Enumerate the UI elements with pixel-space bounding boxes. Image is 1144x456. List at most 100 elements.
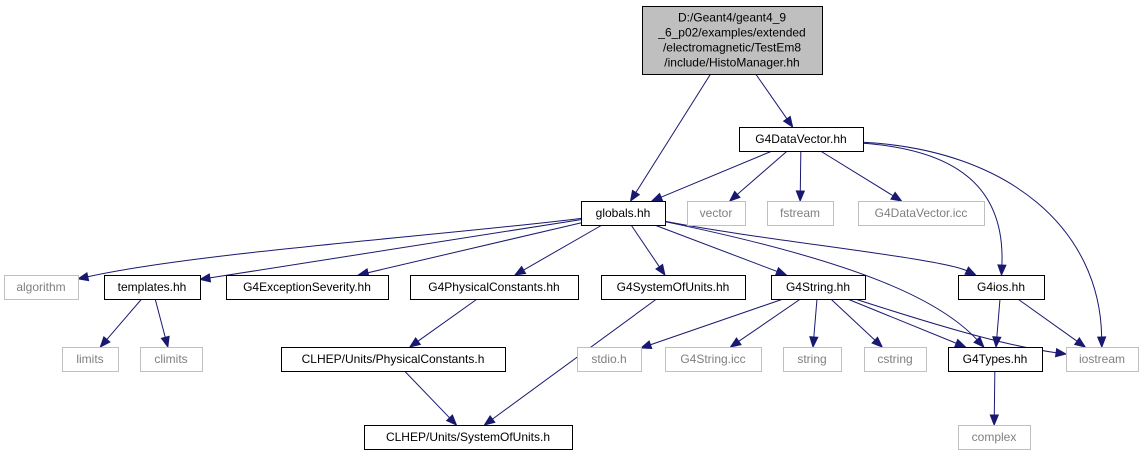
edge-globals-to-templates bbox=[198, 219, 582, 283]
edge-g4string-to-g4string-icc bbox=[729, 298, 801, 348]
node-label: CLHEP/Units/SystemOfUnits.h bbox=[386, 430, 550, 444]
node-label: templates.hh bbox=[118, 280, 187, 294]
node-box bbox=[948, 347, 1043, 372]
arrowhead bbox=[99, 335, 111, 349]
edge-line bbox=[367, 222, 582, 274]
edge-g4datavector-to-fstream bbox=[795, 150, 806, 203]
edge-line bbox=[993, 370, 996, 416]
node-g4systemofunits[interactable]: G4SystemOfUnits.hh bbox=[601, 275, 746, 300]
node-box bbox=[864, 347, 927, 372]
edge-g4string-to-g4types bbox=[847, 298, 967, 348]
edges-layer bbox=[76, 73, 1107, 427]
arrowhead bbox=[992, 336, 1002, 349]
node-cstring: cstring bbox=[864, 347, 927, 372]
edge-line bbox=[755, 73, 788, 120]
edge-line bbox=[417, 298, 478, 342]
edge-g4datavector-to-iostream bbox=[862, 141, 1107, 349]
edge-globals-to-algorithm bbox=[76, 217, 582, 282]
edge-line bbox=[830, 298, 876, 341]
arrowhead bbox=[964, 266, 977, 276]
edge-line bbox=[630, 224, 660, 267]
edge-line bbox=[523, 224, 603, 271]
edge-line bbox=[847, 298, 957, 344]
node-g4datavector[interactable]: G4DataVector.hh bbox=[739, 127, 864, 152]
edge-line bbox=[862, 142, 1003, 266]
edge-line bbox=[654, 224, 778, 272]
node-box bbox=[642, 6, 823, 75]
node-box bbox=[104, 275, 201, 300]
arrowhead bbox=[655, 263, 666, 277]
arrowhead bbox=[1096, 336, 1107, 349]
edge-g4string-to-cstring bbox=[830, 298, 884, 348]
arrowhead bbox=[650, 192, 664, 202]
arrowhead bbox=[639, 340, 653, 350]
node-histomanager[interactable]: D:/Geant4/geant4_9_6_p02/examples/extend… bbox=[642, 6, 823, 75]
edge-g4systemofunits-to-clhep-systemofunits bbox=[483, 298, 657, 426]
edge-line bbox=[404, 370, 450, 419]
edge-g4string-to-string bbox=[809, 298, 819, 349]
node-climits: climits bbox=[140, 347, 203, 372]
node-g4string[interactable]: G4String.hh bbox=[771, 275, 866, 300]
node-label: /include/HistoManager.hh bbox=[664, 56, 799, 70]
node-g4physicalconstants[interactable]: G4PhysicalConstants.hh bbox=[410, 275, 579, 300]
node-label: _6_p02/examples/extended bbox=[657, 26, 805, 40]
edge-line bbox=[799, 150, 802, 192]
edge-line bbox=[664, 220, 967, 272]
node-label: G4String.hh bbox=[786, 280, 850, 294]
node-box bbox=[1066, 347, 1139, 372]
node-label: stdio.h bbox=[591, 352, 626, 366]
node-string: string bbox=[783, 347, 842, 372]
node-iostream: iostream bbox=[1066, 347, 1139, 372]
edge-line bbox=[738, 298, 801, 342]
node-box bbox=[62, 347, 119, 372]
node-complex: complex bbox=[958, 425, 1031, 450]
edge-g4datavector-to-vector bbox=[728, 150, 788, 202]
node-box bbox=[581, 201, 666, 226]
node-label: algorithm bbox=[16, 280, 65, 294]
node-label: climits bbox=[154, 352, 187, 366]
node-box bbox=[577, 347, 642, 372]
node-label: limits bbox=[76, 352, 103, 366]
arrowhead bbox=[76, 271, 90, 282]
edge-globals-to-g4types bbox=[664, 221, 985, 348]
node-label: G4PhysicalConstants.hh bbox=[428, 280, 559, 294]
edge-line bbox=[660, 150, 773, 198]
node-label: iostream bbox=[1079, 352, 1125, 366]
edge-histomanager-to-globals bbox=[629, 73, 712, 203]
edge-line bbox=[820, 150, 894, 197]
edge-line bbox=[635, 73, 712, 193]
node-box bbox=[364, 425, 573, 450]
node-label: string bbox=[797, 352, 826, 366]
node-algorithm: algorithm bbox=[4, 275, 79, 300]
node-box bbox=[771, 275, 866, 300]
node-box bbox=[140, 347, 203, 372]
node-clhep-physicalconstants[interactable]: CLHEP/Units/PhysicalConstants.h bbox=[281, 347, 506, 372]
node-clhep-systemofunits[interactable]: CLHEP/Units/SystemOfUnits.h bbox=[364, 425, 573, 450]
node-globals[interactable]: globals.hh bbox=[581, 201, 666, 226]
arrowhead bbox=[513, 265, 527, 276]
node-g4string-icc: G4String.icc bbox=[665, 347, 762, 372]
arrowhead bbox=[890, 191, 903, 202]
arrowhead bbox=[483, 414, 496, 426]
node-label: G4ExceptionSeverity.hh bbox=[243, 280, 371, 294]
node-label: G4String.icc bbox=[680, 352, 745, 366]
node-g4types[interactable]: G4Types.hh bbox=[948, 347, 1043, 372]
node-box bbox=[858, 201, 985, 226]
edge-line bbox=[492, 298, 657, 420]
node-templates[interactable]: templates.hh bbox=[104, 275, 201, 300]
node-g4ios[interactable]: G4ios.hh bbox=[958, 275, 1045, 300]
node-stdio: stdio.h bbox=[577, 347, 642, 372]
node-box bbox=[767, 201, 834, 226]
arrowhead bbox=[160, 335, 170, 349]
node-g4exceptionseverity[interactable]: G4ExceptionSeverity.hh bbox=[226, 275, 389, 300]
node-label: cstring bbox=[877, 352, 912, 366]
arrowhead bbox=[408, 337, 422, 348]
node-label: vector bbox=[700, 206, 733, 220]
edge-g4datavector-to-globals bbox=[650, 150, 773, 202]
edge-g4datavector-to-g4ios bbox=[862, 142, 1007, 277]
node-vector: vector bbox=[687, 201, 746, 226]
node-box bbox=[739, 127, 864, 152]
node-box bbox=[226, 275, 389, 300]
edge-g4physicalconstants-to-clhep-physicalconstants bbox=[408, 298, 478, 348]
